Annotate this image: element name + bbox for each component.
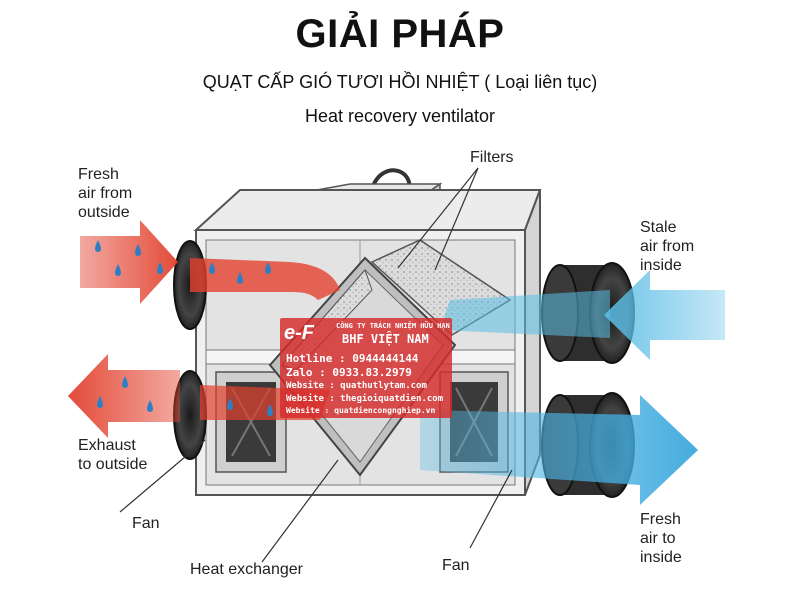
- label-fresh-air-to-inside: Fresh air to inside: [640, 511, 682, 566]
- watermark-website-2: Website : thegioiquatdien.com: [286, 394, 444, 404]
- watermark-brand: BHF VIỆT NAM: [342, 332, 429, 346]
- arrow-fresh-internal: [190, 258, 340, 300]
- arrow-stale-in: [604, 270, 725, 360]
- arrow-fresh-out: [420, 395, 698, 505]
- watermark-hotline: Hotline : 0944444144: [286, 352, 419, 365]
- label-exhaust-to-outside: Exhaust to outside: [78, 437, 148, 473]
- watermark-zalo: Zalo : 0933.83.2979: [286, 366, 412, 379]
- arrow-fresh-in: [80, 220, 178, 304]
- arrow-exhaust: [68, 354, 180, 438]
- watermark-website-1: Website : quathutlytam.com: [286, 381, 427, 391]
- arrow-stale-internal: [440, 290, 610, 338]
- label-stale-air-from-inside: Stale air from inside: [640, 219, 695, 274]
- label-fan-left: Fan: [132, 515, 160, 532]
- callout-lines: [119, 167, 513, 563]
- watermark-company: CÔNG TY TRÁCH NHIỆM HỮU HẠN: [336, 322, 450, 330]
- label-fan-right: Fan: [442, 557, 470, 574]
- cabinet-top: [193, 189, 542, 231]
- droplets: [95, 240, 273, 416]
- watermark-logo: e-F: [284, 322, 314, 344]
- watermark-badge: [280, 318, 452, 418]
- page-title: GIẢI PHÁP: [295, 12, 505, 56]
- subtitle-vietnamese: QUẠT CẤP GIÓ TƯƠI HỒI NHIỆT ( Loại liên …: [202, 72, 598, 92]
- subtitle-english: Heat recovery ventilator: [304, 106, 496, 126]
- label-fresh-air-from-outside: Fresh air from outside: [78, 166, 133, 221]
- label-heat-exchanger: Heat exchanger: [190, 561, 303, 578]
- watermark-website-3: Website : quatdiencongnghiep.vn: [286, 406, 436, 415]
- label-filters: Filters: [470, 149, 514, 166]
